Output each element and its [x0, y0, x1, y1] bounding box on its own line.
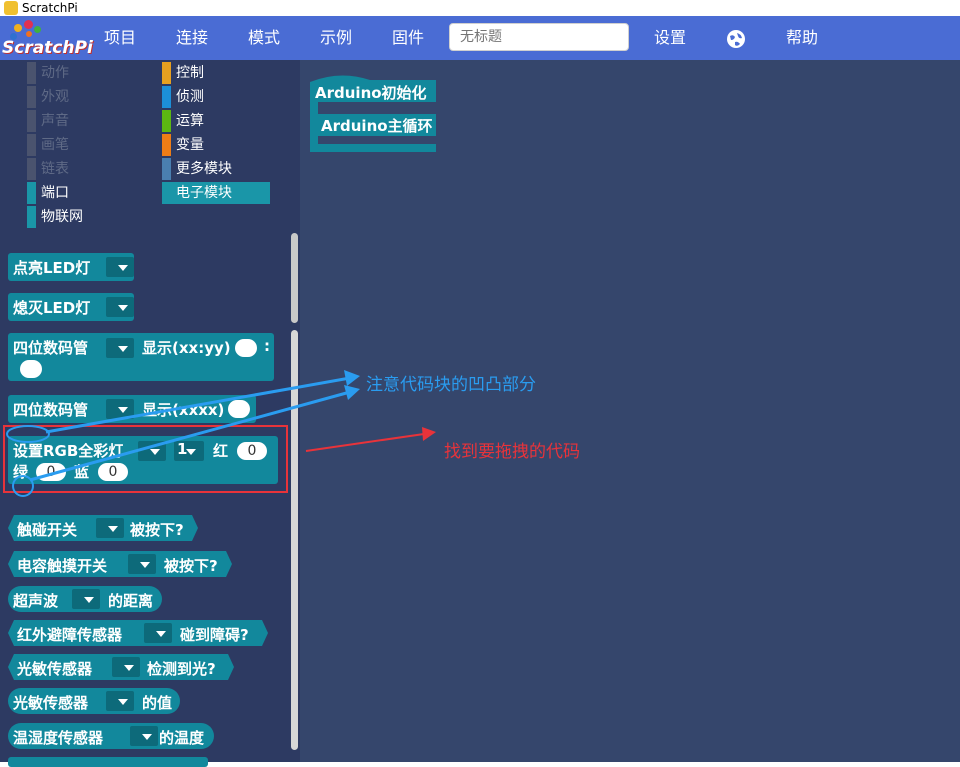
arduino-program-hat-block[interactable] [310, 70, 440, 156]
menu-help[interactable]: 帮助 [785, 28, 818, 47]
block-light-value[interactable]: 光敏传感器 的值 [8, 688, 180, 714]
dropdown[interactable] [96, 518, 124, 538]
value-oval[interactable] [235, 339, 257, 357]
block-capacitive-touch-pressed[interactable]: 电容触摸开关 被按下? [8, 551, 232, 577]
block-partial[interactable] [8, 757, 208, 767]
red-value-input[interactable]: 0 [237, 442, 267, 460]
dropdown[interactable] [72, 589, 100, 609]
category-looks: 外观 [27, 86, 69, 108]
annotation-blue-note: 注意代码块的凹凸部分 [366, 375, 536, 395]
category-port[interactable]: 端口 [27, 182, 69, 204]
dropdown[interactable] [144, 623, 172, 643]
palette-scrollbar-thumb[interactable] [291, 233, 298, 323]
dropdown[interactable] [106, 257, 134, 277]
category-operators[interactable]: 运算 [162, 110, 204, 132]
project-title-input[interactable] [449, 23, 629, 51]
arduino-setup-label: Arduino初始化 [315, 84, 427, 102]
scratchpi-logo: ScratchPi [0, 20, 93, 60]
category-panel: 动作 外观 声音 画笔 链表 端口 物联网 控制 侦测 运算 变量 更多模块 电… [0, 60, 300, 228]
dropdown[interactable] [106, 338, 134, 358]
window-title: ScratchPi [22, 1, 78, 15]
block-led-off[interactable]: 熄灭LED灯 [8, 293, 134, 321]
dropdown[interactable] [106, 399, 134, 419]
value-oval[interactable] [228, 400, 250, 418]
script-workspace[interactable] [300, 60, 960, 762]
dropdown[interactable] [106, 297, 134, 317]
blue-value-input[interactable]: 0 [98, 463, 128, 481]
menu-mode[interactable]: 模式 [247, 28, 280, 47]
value-oval[interactable] [20, 360, 42, 378]
menu-project[interactable]: 项目 [103, 28, 136, 47]
menu-examples[interactable]: 示例 [319, 28, 352, 47]
dropdown[interactable] [138, 441, 166, 461]
category-sensing[interactable]: 侦测 [162, 86, 204, 108]
green-value-input[interactable]: 0 [36, 463, 66, 481]
category-sound: 声音 [27, 110, 69, 132]
block-led-on[interactable]: 点亮LED灯 [8, 253, 134, 281]
category-electronic-modules[interactable]: 电子模块 [162, 182, 270, 204]
window-titlebar: ScratchPi [0, 0, 960, 16]
dropdown[interactable] [106, 691, 134, 711]
annotation-red-note: 找到要拖拽的代码 [444, 442, 580, 462]
palette-scrollbar-lower [291, 330, 298, 750]
menu-connect[interactable]: 连接 [175, 28, 208, 47]
category-iot[interactable]: 物联网 [27, 206, 83, 228]
block-set-rgb-led[interactable]: 设置RGB全彩灯 1 红 0 绿 0 蓝 0 [8, 436, 278, 484]
category-pen: 画笔 [27, 134, 69, 156]
block-ultrasonic-distance[interactable]: 超声波 的距离 [8, 586, 162, 612]
dropdown[interactable] [112, 657, 140, 677]
category-list: 链表 [27, 158, 69, 180]
block-touch-switch-pressed[interactable]: 触碰开关 被按下? [8, 515, 198, 541]
category-more-blocks[interactable]: 更多模块 [162, 158, 232, 180]
category-control[interactable]: 控制 [162, 62, 204, 84]
dropdown[interactable] [128, 554, 156, 574]
arduino-loop-label: Arduino主循环 [321, 117, 433, 135]
block-4digit-display-time[interactable]: 四位数码管 显示(xx:yy) : [8, 333, 274, 381]
menu-settings[interactable]: 设置 [653, 28, 686, 47]
category-motion: 动作 [27, 62, 69, 84]
block-temperature[interactable]: 温湿度传感器 的温度 [8, 723, 214, 749]
category-variables[interactable]: 变量 [162, 134, 204, 156]
app-icon [4, 1, 18, 15]
block-light-detect[interactable]: 光敏传感器 检测到光? [8, 654, 234, 680]
dropdown[interactable] [130, 726, 158, 746]
block-ir-obstacle[interactable]: 红外避障传感器 碰到障碍? [8, 620, 268, 646]
menu-firmware[interactable]: 固件 [391, 28, 424, 47]
globe-icon[interactable] [726, 29, 746, 49]
block-4digit-display-number[interactable]: 四位数码管 显示(xxxx) [8, 395, 256, 423]
